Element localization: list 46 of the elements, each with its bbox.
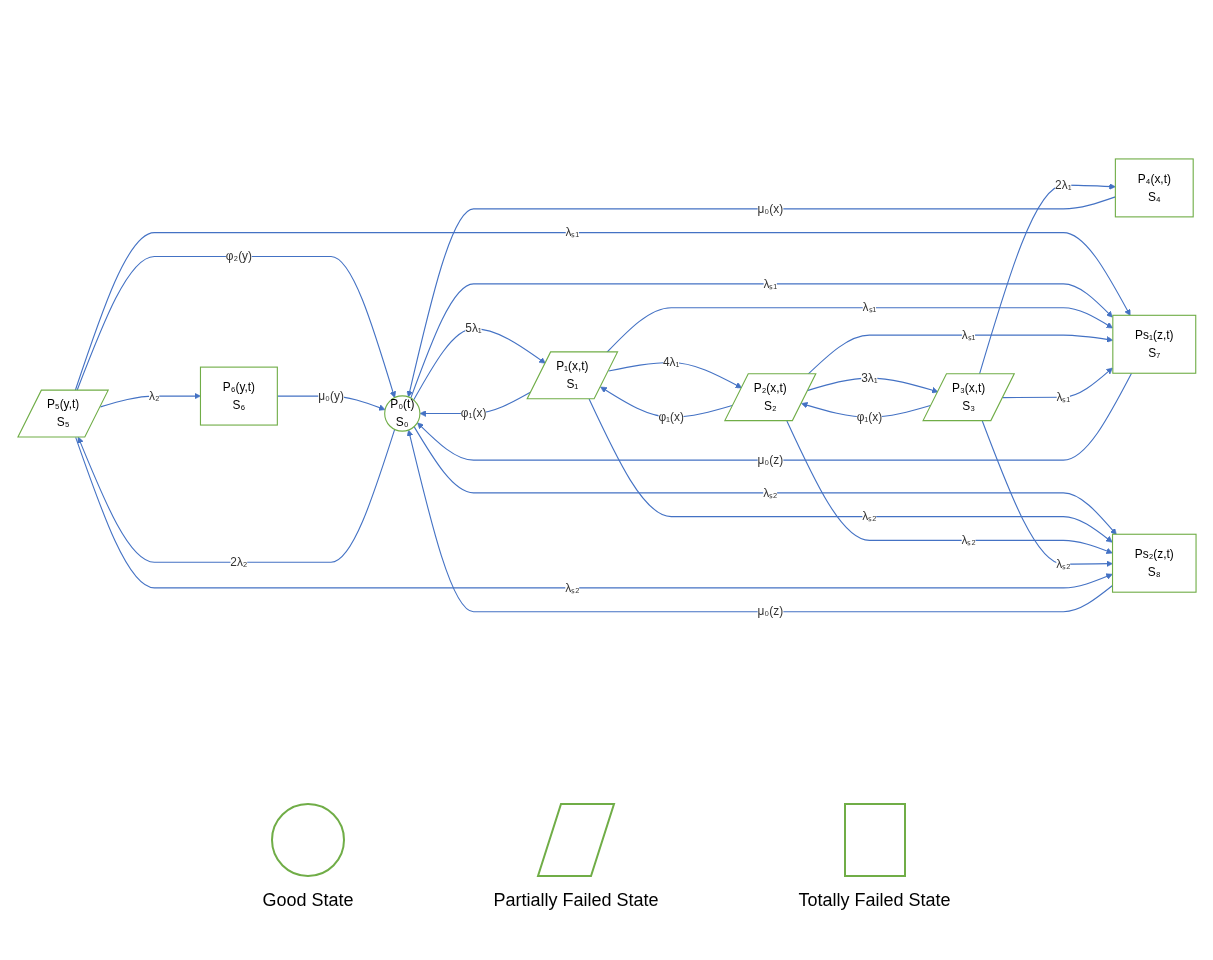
edge-label: λₛ₂	[1055, 557, 1071, 571]
edge-label: φ₂(y)	[225, 249, 252, 263]
edge-label: 5λ₁	[464, 322, 482, 335]
edge-label: λₛ₁	[862, 301, 876, 314]
edge-label: λ₂	[148, 389, 160, 403]
edge-label: φ₁(x)	[460, 407, 486, 420]
edge-label: λₛ₂	[762, 486, 777, 499]
edge-label: 3λ₁	[860, 371, 878, 385]
edge-label: λₛ₂	[564, 581, 580, 595]
edge-label: λₛ₁	[565, 226, 579, 239]
edge-label: μ₀(x)	[757, 202, 783, 216]
edge-label: λₛ₂	[861, 510, 877, 523]
node-circle: P₀(t) S₀	[383, 395, 420, 432]
node-box: P₄(x,t) S₄	[1114, 158, 1194, 218]
edge-label: λₛ₁	[1056, 390, 1070, 404]
arrow	[76, 256, 396, 399]
arrow	[607, 362, 742, 389]
edge-label: φ₁(x)	[657, 410, 684, 424]
edge-label: λₛ₁	[762, 277, 777, 291]
legend-label: Good State	[262, 890, 354, 911]
edge-label: φ₁(x)	[856, 410, 882, 424]
arrow	[588, 398, 1113, 543]
arrow	[1001, 367, 1113, 399]
arrow	[807, 334, 1113, 375]
arrow	[807, 377, 938, 394]
arrow	[785, 420, 1113, 555]
edge-label: 2λ₁	[1054, 178, 1072, 192]
arrow	[413, 426, 1117, 536]
node-box: P₆(y,t) S₆	[199, 366, 278, 426]
legend-label: Partially Failed State	[493, 890, 659, 911]
arrow	[409, 283, 1113, 399]
legend-label: Totally Failed State	[798, 890, 951, 911]
node-box: Ps₁(z,t) S₇	[1111, 314, 1196, 374]
arrow	[412, 328, 546, 401]
arrow	[76, 429, 395, 564]
arrow	[406, 429, 1113, 613]
node-box: Ps₂(z,t) S₈	[1111, 533, 1197, 593]
arrow	[981, 420, 1113, 568]
edge-label: λₛ₂	[961, 533, 976, 547]
edge-label: μ₀(z)	[757, 453, 783, 467]
edge-label: 4λ₁	[662, 356, 679, 369]
arrow	[74, 232, 1131, 392]
edge-label: μ₀(z)	[757, 605, 783, 618]
edge-label: μ₀(y)	[317, 389, 344, 403]
edge-label: λₛ₁	[961, 328, 975, 342]
edge-label: 2λ₂	[229, 555, 247, 569]
